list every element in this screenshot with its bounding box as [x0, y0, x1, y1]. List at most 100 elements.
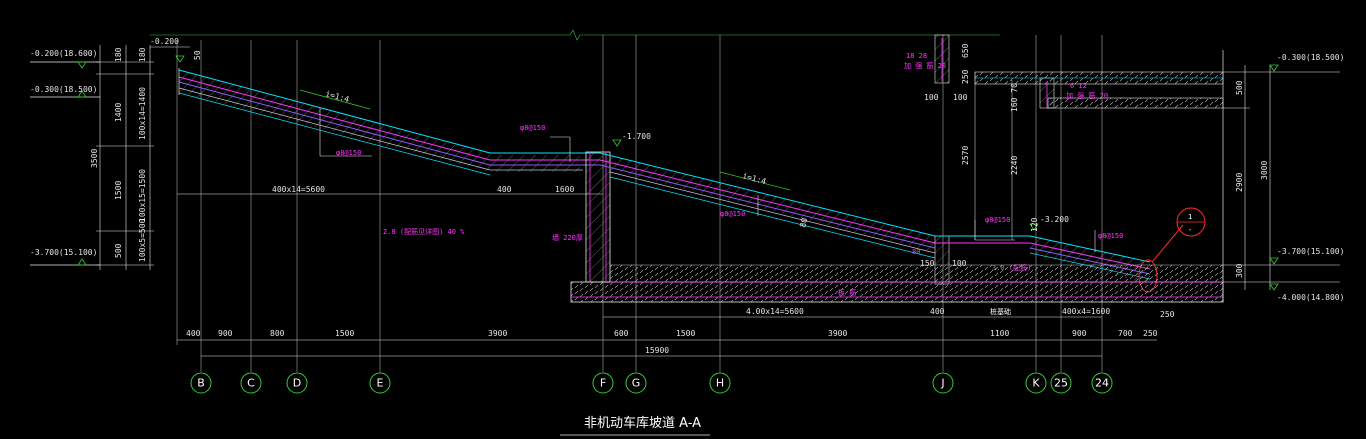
bottom-dim: 1100: [990, 329, 1009, 338]
axis-bubble: [240, 372, 262, 394]
axis-label-F: F: [600, 377, 606, 390]
dim-500: 500: [114, 243, 123, 258]
bottom-dim: 1500: [676, 329, 695, 338]
run-dim-1: 400x14=5600: [272, 185, 325, 194]
dim-100a: 100: [924, 93, 939, 102]
bottom-dim: 400: [186, 329, 201, 338]
mag-label-4: 加 强 筋 20: [1066, 91, 1108, 100]
level-marker-icon: [1269, 257, 1279, 265]
run-dim-2: 4.00x14=5600: [746, 307, 804, 316]
bottom-dim: 3900: [828, 329, 847, 338]
bottom-dim: 700: [1118, 329, 1133, 338]
rebar-label-3: φ8@150: [720, 210, 745, 218]
dim-180: 180: [114, 47, 123, 62]
dim-500-right: 500: [1235, 80, 1244, 95]
slope-label-1: i=1:4: [324, 89, 350, 104]
level-bottom: -3.700(15.100): [30, 248, 97, 257]
dim-120: 120: [1030, 217, 1039, 232]
mag-label-2: 加 强 筋 28: [904, 61, 946, 70]
dim-160-70: 160 70: [1010, 83, 1019, 112]
bottom-dim: 900: [1072, 329, 1087, 338]
bottom-dim: 3900: [488, 329, 507, 338]
axis-label-25: 25: [1054, 377, 1068, 390]
bottom-dim: 900: [218, 329, 233, 338]
level-marker-icon: [77, 61, 87, 69]
dim-250-right: 250: [1160, 310, 1175, 319]
level-top2: -0.300(18.500): [30, 85, 97, 94]
right-level-bottom: -4.000(14.800): [1277, 293, 1344, 302]
dim-250-up: 250: [961, 69, 970, 84]
landing-level-2: -3.200: [1040, 215, 1069, 224]
level-marker-icon: [1269, 283, 1279, 291]
dim-300: 300: [1235, 263, 1244, 278]
mag-label-1: 18 28: [906, 52, 927, 60]
axis-lines: [176, 35, 1103, 372]
axis-label-E: E: [377, 377, 384, 390]
level-marker-top: -0.200: [150, 37, 179, 46]
dim-50: 50: [193, 50, 202, 60]
axis-bubble: [709, 372, 731, 394]
slab-note: 板 筋: [838, 288, 856, 297]
bottom-dim: 800: [270, 329, 285, 338]
axis-label-H: H: [716, 377, 724, 390]
level-marker-icon: [612, 139, 622, 147]
dim-1500: 1500: [114, 181, 123, 200]
slope-label-2: i=1:4: [741, 171, 767, 186]
drawing-title: 非机动车库坡道 A-A: [584, 415, 701, 431]
right-level-mid: -3.700(15.100): [1277, 247, 1344, 256]
landing-level-1: -1.700: [622, 132, 651, 141]
dim-650: 650: [961, 43, 970, 58]
right-level-block: [1223, 64, 1340, 291]
bottom-dim: 250: [1143, 329, 1158, 338]
axis-label-24: 24: [1095, 377, 1109, 390]
axis-bubble: [592, 372, 614, 394]
dim-150: 150: [920, 259, 935, 268]
level-marker-icon: [77, 258, 87, 266]
bot-note: 80: [912, 248, 920, 256]
axis-label-B: B: [197, 377, 205, 390]
axis-bubble: [1091, 372, 1113, 394]
landing-dim-400a: 400: [497, 185, 512, 194]
dim-3000: 3000: [1260, 161, 1269, 180]
bottom-dim: 1500: [335, 329, 354, 338]
dim-1400: 1400: [114, 103, 123, 122]
dim-2240: 2240: [1010, 156, 1019, 175]
dim-fr2: 100x14=1400: [138, 87, 147, 140]
landing-dim-1600: 1600: [555, 185, 574, 194]
landing-j-note: 桩基础: [990, 307, 1011, 316]
dim-80: 80: [798, 217, 809, 229]
axis-label-J: J: [940, 377, 944, 390]
axis-bubble: [932, 372, 954, 394]
axis-bubble: [190, 372, 212, 394]
wall-note: 墙 220厚: [552, 233, 583, 242]
level-top1: -0.200(18.600): [30, 49, 97, 58]
level-marker-icon: [77, 90, 87, 98]
dim-180b: 180: [138, 47, 147, 62]
dim-100: 100: [952, 259, 967, 268]
left-level-block: -0.200(18.600) -0.300(18.500) -3.700(15.…: [30, 37, 202, 270]
landing-dim-400b: 400: [930, 307, 945, 316]
bottom-total-dim: 15900: [645, 346, 669, 355]
axis-bubble: [369, 372, 391, 394]
retaining-wall-f: [585, 151, 611, 283]
rebar-label-1: φ8@150: [336, 149, 361, 157]
detail-sub: -: [1188, 226, 1192, 234]
right-level-top: -0.300(18.500): [1277, 53, 1344, 62]
dim-2900: 2900: [1235, 173, 1244, 192]
axis-label-C: C: [247, 377, 255, 390]
dim-3500: 3500: [90, 149, 99, 168]
axis-bubble: [1025, 372, 1047, 394]
level-marker-icon: [175, 55, 185, 63]
level-marker-icon: [1269, 64, 1279, 72]
axis-bubble: [1050, 372, 1072, 394]
dim-fr3: 100x15=1500: [138, 169, 147, 222]
axis-label-G: G: [632, 377, 641, 390]
bottom-dim: 600: [614, 329, 629, 338]
upper-right-structure: [934, 34, 1224, 302]
rebar-label-5: φ8@150: [1098, 232, 1123, 240]
mag-label-3: 6 12: [1070, 82, 1087, 90]
bottom-dim-string: [177, 339, 1157, 357]
rebar-label-2: φ8@150: [520, 124, 545, 132]
note-1: 2.8 (配筋见详图) 40 %: [383, 227, 465, 236]
